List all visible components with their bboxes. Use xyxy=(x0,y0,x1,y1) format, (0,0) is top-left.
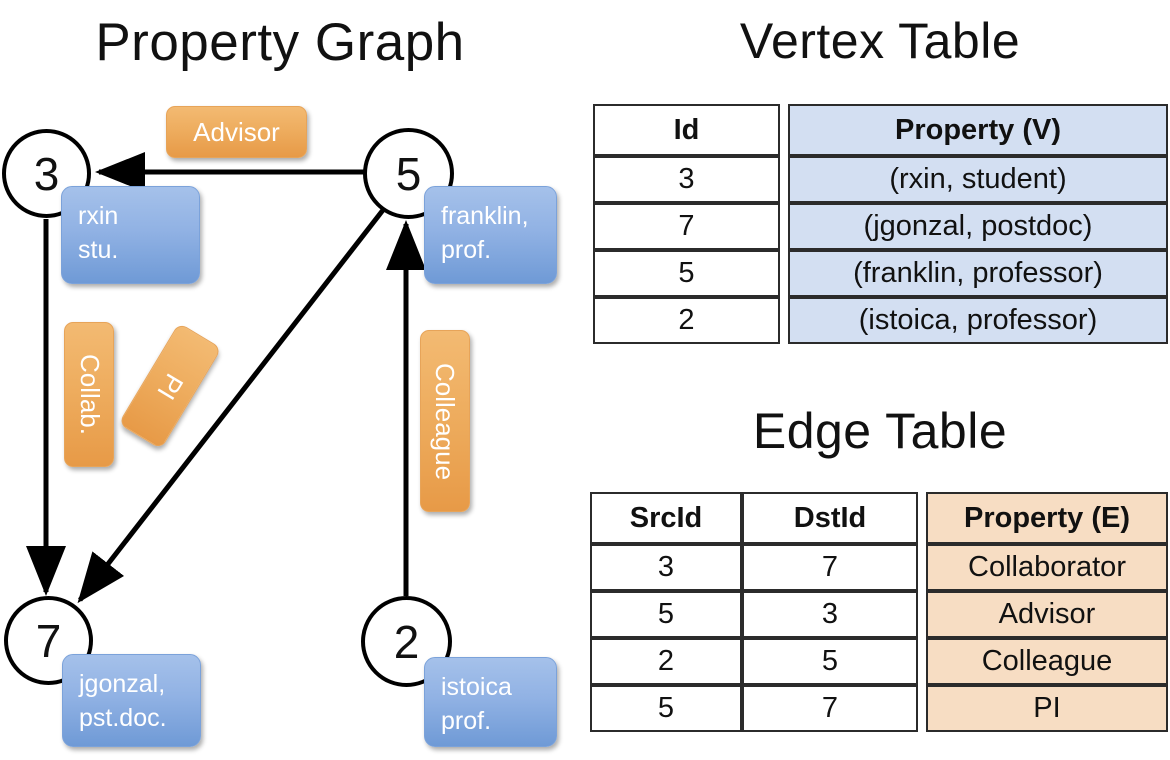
graph-node-7-property-box[interactable]: jgonzal, pst.doc. xyxy=(62,654,201,747)
edge-table-column-gap xyxy=(918,685,926,732)
edge-label-colleague-text: Colleague xyxy=(430,362,461,480)
edge-table-column-gap xyxy=(918,638,926,685)
edge-label-collab-text: Collab. xyxy=(74,354,105,435)
edge-label-pi-text: PI xyxy=(151,367,190,405)
graph-node-3-property-line-1: rxin xyxy=(78,202,119,230)
vertex-cell-id: 5 xyxy=(593,250,780,297)
edge-label-advisor-text: Advisor xyxy=(193,116,280,147)
graph-node-5[interactable]: 5 xyxy=(363,128,454,219)
table-row[interactable]: 2 5 Colleague xyxy=(590,638,1168,685)
edge-label-advisor[interactable]: Advisor xyxy=(166,106,307,158)
edge-table-header-row: SrcId DstId Property (E) xyxy=(590,492,1168,544)
edge-line-5-to-7 xyxy=(77,208,385,604)
vertex-table-column-gap xyxy=(780,203,788,250)
edge-cell-dstid: 5 xyxy=(742,638,918,685)
vertex-cell-id: 2 xyxy=(593,297,780,344)
edge-table-header-property: Property (E) xyxy=(926,492,1168,544)
graph-edge-lines xyxy=(26,152,426,604)
vertex-table-column-gap xyxy=(780,297,788,344)
graph-node-2[interactable]: 2 xyxy=(361,596,452,687)
graph-node-5-property-line-2: prof. xyxy=(441,236,492,264)
vertex-table-header-property: Property (V) xyxy=(788,104,1168,156)
vertex-cell-id: 7 xyxy=(593,203,780,250)
graph-node-5-property-line-1: franklin, xyxy=(441,202,529,230)
vertex-cell-id: 3 xyxy=(593,156,780,203)
edge-table-column-gap xyxy=(918,492,926,544)
edge-table: SrcId DstId Property (E) 3 7 Collaborato… xyxy=(590,492,1168,732)
graph-node-2-property-box[interactable]: istoica prof. xyxy=(424,657,557,747)
page-title-vertex-table: Vertex Table xyxy=(739,13,1021,69)
table-row[interactable]: 5 3 Advisor xyxy=(590,591,1168,638)
graph-node-3-property-box[interactable]: rxin stu. xyxy=(61,186,200,284)
graph-node-3-label: 3 xyxy=(33,147,60,200)
edge-table-column-gap xyxy=(918,544,926,591)
graph-node-3-property-line-2: stu. xyxy=(78,236,119,264)
vertex-table-header-row: Id Property (V) xyxy=(593,104,1168,156)
vertex-table-column-gap xyxy=(780,250,788,297)
edge-table-header-srcid: SrcId xyxy=(590,492,742,544)
table-row[interactable]: 5 7 PI xyxy=(590,685,1168,732)
property-graph-diagram: 3 5 7 2 rxin stu. franklin, prof. jgonza… xyxy=(2,106,557,747)
edge-table-header-dstid: DstId xyxy=(742,492,918,544)
table-row[interactable]: 5 (franklin, professor) xyxy=(593,250,1168,297)
vertex-cell-property: (istoica, professor) xyxy=(788,297,1168,344)
page-title-property-graph: Property Graph xyxy=(95,13,465,72)
graph-node-5-property-box[interactable]: franklin, prof. xyxy=(424,186,557,284)
edge-cell-property: Collaborator xyxy=(926,544,1168,591)
graph-node-7-property-line-2: pst.doc. xyxy=(79,704,167,732)
edge-cell-srcid: 2 xyxy=(590,638,742,685)
graph-node-2-property-line-2: prof. xyxy=(441,707,492,735)
table-row[interactable]: 7 (jgonzal, postdoc) xyxy=(593,203,1168,250)
edge-cell-srcid: 5 xyxy=(590,591,742,638)
vertex-table-column-gap xyxy=(780,104,788,156)
edge-table-column-gap xyxy=(918,591,926,638)
table-row[interactable]: 3 7 Collaborator xyxy=(590,544,1168,591)
graph-node-7-label: 7 xyxy=(35,614,62,667)
graph-node-5-label: 5 xyxy=(395,147,422,200)
vertex-cell-property: (rxin, student) xyxy=(788,156,1168,203)
edge-cell-srcid: 5 xyxy=(590,685,742,732)
edge-cell-srcid: 3 xyxy=(590,544,742,591)
edge-cell-property: Colleague xyxy=(926,638,1168,685)
table-row[interactable]: 3 (rxin, student) xyxy=(593,156,1168,203)
graph-node-2-property-line-1: istoica xyxy=(441,673,512,701)
graph-node-2-label: 2 xyxy=(393,615,420,668)
edge-label-colleague[interactable]: Colleague xyxy=(420,330,470,512)
edge-cell-property: Advisor xyxy=(926,591,1168,638)
vertex-cell-property: (jgonzal, postdoc) xyxy=(788,203,1168,250)
edge-label-collab[interactable]: Collab. xyxy=(64,322,114,467)
vertex-table-column-gap xyxy=(780,156,788,203)
vertex-table: Id Property (V) 3 (rxin, student) 7 (jgo… xyxy=(593,104,1168,344)
edge-cell-property: PI xyxy=(926,685,1168,732)
vertex-table-header-id: Id xyxy=(593,104,780,156)
edge-cell-dstid: 3 xyxy=(742,591,918,638)
table-row[interactable]: 2 (istoica, professor) xyxy=(593,297,1168,344)
page-title-edge-table: Edge Table xyxy=(752,403,1008,459)
edge-cell-dstid: 7 xyxy=(742,685,918,732)
graph-node-7-property-line-1: jgonzal, xyxy=(79,670,166,698)
vertex-cell-property: (franklin, professor) xyxy=(788,250,1168,297)
edge-cell-dstid: 7 xyxy=(742,544,918,591)
